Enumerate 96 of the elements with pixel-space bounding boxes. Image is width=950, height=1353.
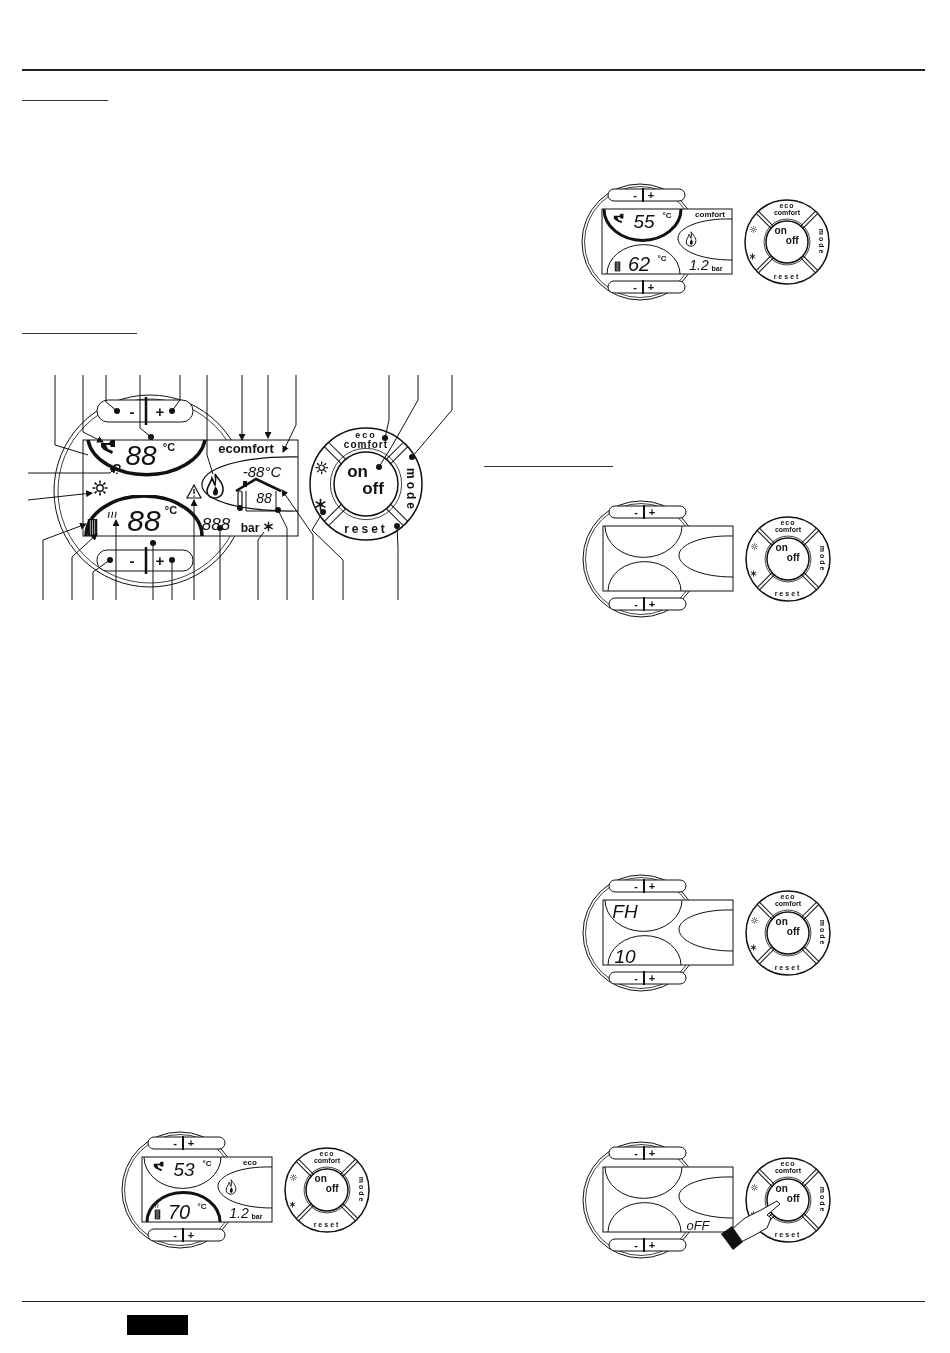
unit-label: °C xyxy=(164,504,178,516)
leader-line xyxy=(264,374,272,439)
button-label: + xyxy=(648,506,656,518)
leader-line xyxy=(190,499,198,601)
mode-label: comfort xyxy=(695,211,725,219)
outdoor-temperature-readout: -88°C xyxy=(242,463,282,479)
button-label: on xyxy=(775,543,788,554)
button-label: + xyxy=(647,281,655,293)
button-label: - xyxy=(634,972,638,984)
button-label: + xyxy=(155,403,165,419)
leader-line xyxy=(281,489,314,601)
leader-line xyxy=(311,509,344,601)
leader-line xyxy=(169,374,181,414)
button-label: - xyxy=(634,880,638,892)
unit-label: °C xyxy=(202,1160,212,1168)
mode-label: eco xyxy=(243,1159,257,1167)
leader-line xyxy=(282,374,297,453)
leader-line xyxy=(54,374,89,456)
display-code: 10 xyxy=(614,946,636,966)
button-label: + xyxy=(648,598,656,610)
temperature-readout: 62 xyxy=(627,254,651,274)
button-label: + xyxy=(648,1147,656,1159)
leader-line xyxy=(169,557,175,601)
temperature-readout: 88 xyxy=(127,506,161,536)
leader-line xyxy=(257,531,265,601)
button-label: mode xyxy=(404,468,417,512)
leader-line xyxy=(139,374,154,440)
temperature-bar-arc xyxy=(84,495,204,538)
button-label: - xyxy=(129,552,135,568)
button-label: - xyxy=(634,506,638,518)
unit-label: bar xyxy=(240,522,260,534)
warning-icon xyxy=(186,483,202,499)
flame-icon xyxy=(205,473,225,499)
leader-line xyxy=(42,522,87,601)
button-label: + xyxy=(187,1229,195,1241)
button-label: + xyxy=(187,1137,195,1149)
button-label: - xyxy=(173,1229,177,1241)
unit-label: °C xyxy=(657,255,667,263)
snowflake-icon xyxy=(262,520,274,532)
leader-line xyxy=(105,374,120,414)
button-label: - xyxy=(633,281,637,293)
temperature-readout: 53 xyxy=(173,1159,195,1179)
leader-line xyxy=(71,533,98,601)
temperature-readout: 88 xyxy=(125,442,157,470)
leader-line xyxy=(217,525,223,601)
button-label: eco xyxy=(355,430,377,440)
temperature-readout: 55 xyxy=(633,211,655,231)
button-label: reset xyxy=(344,522,388,535)
leader-line xyxy=(376,374,419,470)
button-label: off xyxy=(785,236,799,247)
unit-label: °C xyxy=(197,1203,207,1211)
button-label: - xyxy=(634,598,638,610)
button-label: + xyxy=(648,1239,656,1251)
button-label: + xyxy=(648,880,656,892)
button-label: + xyxy=(648,972,656,984)
display-code: oFF xyxy=(686,1218,710,1232)
button-label: off xyxy=(786,927,800,938)
leader-line xyxy=(238,374,246,441)
button-label: - xyxy=(173,1137,177,1149)
button-label: - xyxy=(634,1147,638,1159)
leader-line xyxy=(275,507,288,601)
snowflake-icon xyxy=(313,497,327,511)
button-label: - xyxy=(129,403,135,419)
unit-label: °C xyxy=(662,212,672,220)
button-label: on xyxy=(775,917,788,928)
button-label: on xyxy=(314,1174,327,1185)
house-thermometer-icon xyxy=(234,477,284,513)
button-label: on xyxy=(774,226,787,237)
unit-label: °C xyxy=(162,441,176,453)
leader-line xyxy=(150,540,156,601)
leader-line xyxy=(112,519,120,601)
button-label: + xyxy=(647,189,655,201)
leader-line xyxy=(82,374,104,443)
temperature-readout: 70 xyxy=(167,1202,191,1222)
leader-line xyxy=(409,374,453,460)
button-label: + xyxy=(155,552,165,568)
mode-label: ecomfort xyxy=(218,441,274,455)
leader-line xyxy=(382,374,390,441)
button-label: - xyxy=(633,189,637,201)
leader-line xyxy=(394,523,400,601)
button-label: off xyxy=(786,553,800,564)
button-label: off xyxy=(362,479,384,497)
button-label: - xyxy=(634,1239,638,1251)
leader-line xyxy=(27,490,93,501)
pressure-readout: 1.2 xyxy=(689,258,709,272)
sun-icon xyxy=(92,480,108,496)
leader-line xyxy=(27,466,117,474)
button-label: off xyxy=(325,1184,339,1195)
button-label: off xyxy=(786,1194,800,1205)
button-label: on xyxy=(775,1184,788,1195)
button-label: on xyxy=(347,462,368,480)
leader-line xyxy=(92,557,113,601)
pressure-readout: 1.2 xyxy=(229,1206,249,1220)
leader-line xyxy=(206,374,214,475)
button-label: comfort xyxy=(343,439,389,450)
display-code: FH xyxy=(612,901,638,921)
